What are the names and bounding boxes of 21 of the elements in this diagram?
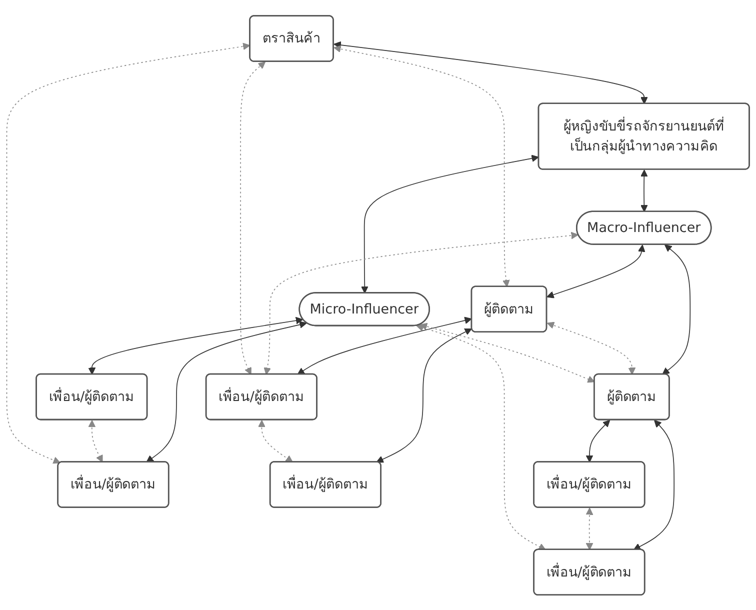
- arrow: [376, 328, 472, 462]
- arrow: [633, 420, 675, 550]
- arrow: [6, 42, 250, 464]
- arrow: [640, 169, 648, 212]
- arrow: [360, 154, 539, 294]
- arrow: [240, 61, 266, 374]
- arrow: [146, 320, 307, 462]
- arrow: [546, 244, 646, 298]
- arrow: [334, 40, 648, 104]
- arrow: [297, 316, 472, 374]
- arrow: [258, 420, 293, 462]
- arrow: [334, 44, 510, 287]
- arrow: [546, 321, 636, 374]
- arrow: [662, 244, 691, 374]
- arrow: [586, 507, 594, 550]
- arrow: [586, 420, 610, 462]
- arrow: [416, 324, 546, 550]
- arrow: [88, 316, 304, 374]
- arrow: [88, 420, 103, 462]
- arrow: [264, 231, 578, 374]
- arrow: [420, 322, 595, 382]
